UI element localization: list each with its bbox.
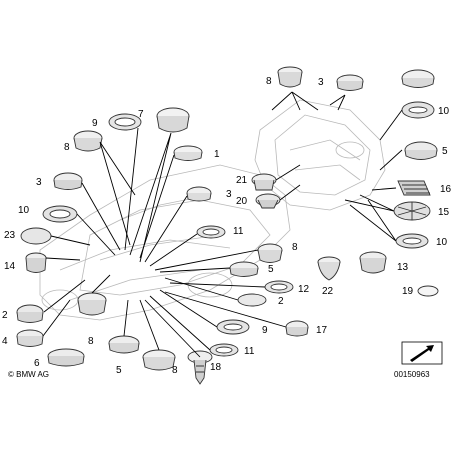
part-8-plug-low xyxy=(142,349,176,371)
part-15-grille-plug xyxy=(393,201,431,221)
part-4-plug xyxy=(16,329,44,347)
callout-9-low: 9 xyxy=(262,325,268,336)
part-9-oval-plug xyxy=(108,113,142,131)
callout-8-mid: 8 xyxy=(292,242,298,253)
part-3-plug-center xyxy=(186,186,212,202)
callout-8-bottom: 8 xyxy=(88,336,94,347)
callout-1: 1 xyxy=(214,149,220,160)
part-10-oval-right xyxy=(401,101,435,119)
callout-8-left: 8 xyxy=(64,142,70,153)
part-3-plug-top xyxy=(336,74,364,91)
callout-11-mid: 11 xyxy=(233,226,244,237)
callouts: 8 3 10 5 16 15 10 13 19 22 21 20 7 9 8 1… xyxy=(2,76,452,376)
callout-16: 16 xyxy=(440,184,452,195)
callout-8-top-right: 8 xyxy=(266,76,272,87)
callout-10-right: 10 xyxy=(438,106,450,117)
callout-3-left: 3 xyxy=(36,177,42,188)
leader-lines xyxy=(42,91,403,358)
callout-18: 18 xyxy=(210,362,222,373)
part-23-disc xyxy=(20,227,52,245)
callout-17: 17 xyxy=(316,325,328,336)
reference-number: 00150963 xyxy=(394,370,430,379)
part-21-clip xyxy=(251,173,277,191)
part-1-cap xyxy=(173,145,203,161)
callout-14: 14 xyxy=(4,261,16,272)
callout-3-center: 3 xyxy=(226,189,232,200)
callout-5-right: 5 xyxy=(442,146,448,157)
callout-6: 6 xyxy=(34,358,40,369)
part-6-plug xyxy=(47,348,85,367)
part-10-oval-left xyxy=(42,205,78,223)
part-8-plug-bottom xyxy=(77,292,107,316)
callout-12: 12 xyxy=(298,284,310,295)
callout-7: 7 xyxy=(138,109,144,120)
callout-11-low: 11 xyxy=(244,346,255,357)
part-16-pad xyxy=(397,180,431,196)
part-22-plug xyxy=(317,256,341,281)
callout-4: 4 xyxy=(2,336,8,347)
callout-5-mid: 5 xyxy=(268,264,274,275)
part-18-clip xyxy=(187,350,213,385)
callout-3-top: 3 xyxy=(318,77,324,88)
part-20-clip xyxy=(255,193,281,209)
car-body-right xyxy=(254,99,386,211)
part-13-plug xyxy=(359,251,387,274)
callout-2-right: 2 xyxy=(278,296,284,307)
part-2-plug-left xyxy=(16,304,44,323)
callout-5-bottom: 5 xyxy=(116,365,122,376)
part-7-grommet xyxy=(156,107,190,133)
copyright-text: © BMW AG xyxy=(8,370,50,379)
callout-23: 23 xyxy=(4,230,16,241)
callout-9-top: 9 xyxy=(92,118,98,129)
part-8-plug-top-right xyxy=(277,66,303,88)
part-3-plug-left xyxy=(53,172,83,190)
callout-21: 21 xyxy=(236,175,248,186)
callout-10-right-low: 10 xyxy=(436,237,448,248)
part-10-oval-right-low xyxy=(395,233,429,249)
callout-20: 20 xyxy=(236,196,248,207)
callout-15: 15 xyxy=(438,207,450,218)
part-11-oval-low xyxy=(209,343,239,357)
part-5-plug-mid xyxy=(229,261,259,277)
part-19-disc xyxy=(417,285,439,297)
part-17-plug xyxy=(285,320,309,337)
part-12-oval xyxy=(264,280,294,294)
part-9-oval-low xyxy=(216,319,250,335)
part-8-plug-top xyxy=(73,130,103,152)
part-2-cap-right xyxy=(237,293,267,307)
callout-10-left: 10 xyxy=(18,205,30,216)
part-8-plug-mid xyxy=(257,243,283,263)
part-14-plug xyxy=(25,252,47,273)
part-11-oval-mid xyxy=(196,225,226,239)
part-cap-top-right xyxy=(401,69,435,88)
direction-arrow-icon xyxy=(401,341,443,365)
callout-2-left: 2 xyxy=(2,310,8,321)
callout-22: 22 xyxy=(322,286,334,297)
callout-13: 13 xyxy=(397,262,409,273)
callout-8-low: 8 xyxy=(172,365,178,376)
part-5-plug-bottom xyxy=(108,335,140,354)
callout-19: 19 xyxy=(402,286,414,297)
part-5-cap-right xyxy=(404,141,438,160)
